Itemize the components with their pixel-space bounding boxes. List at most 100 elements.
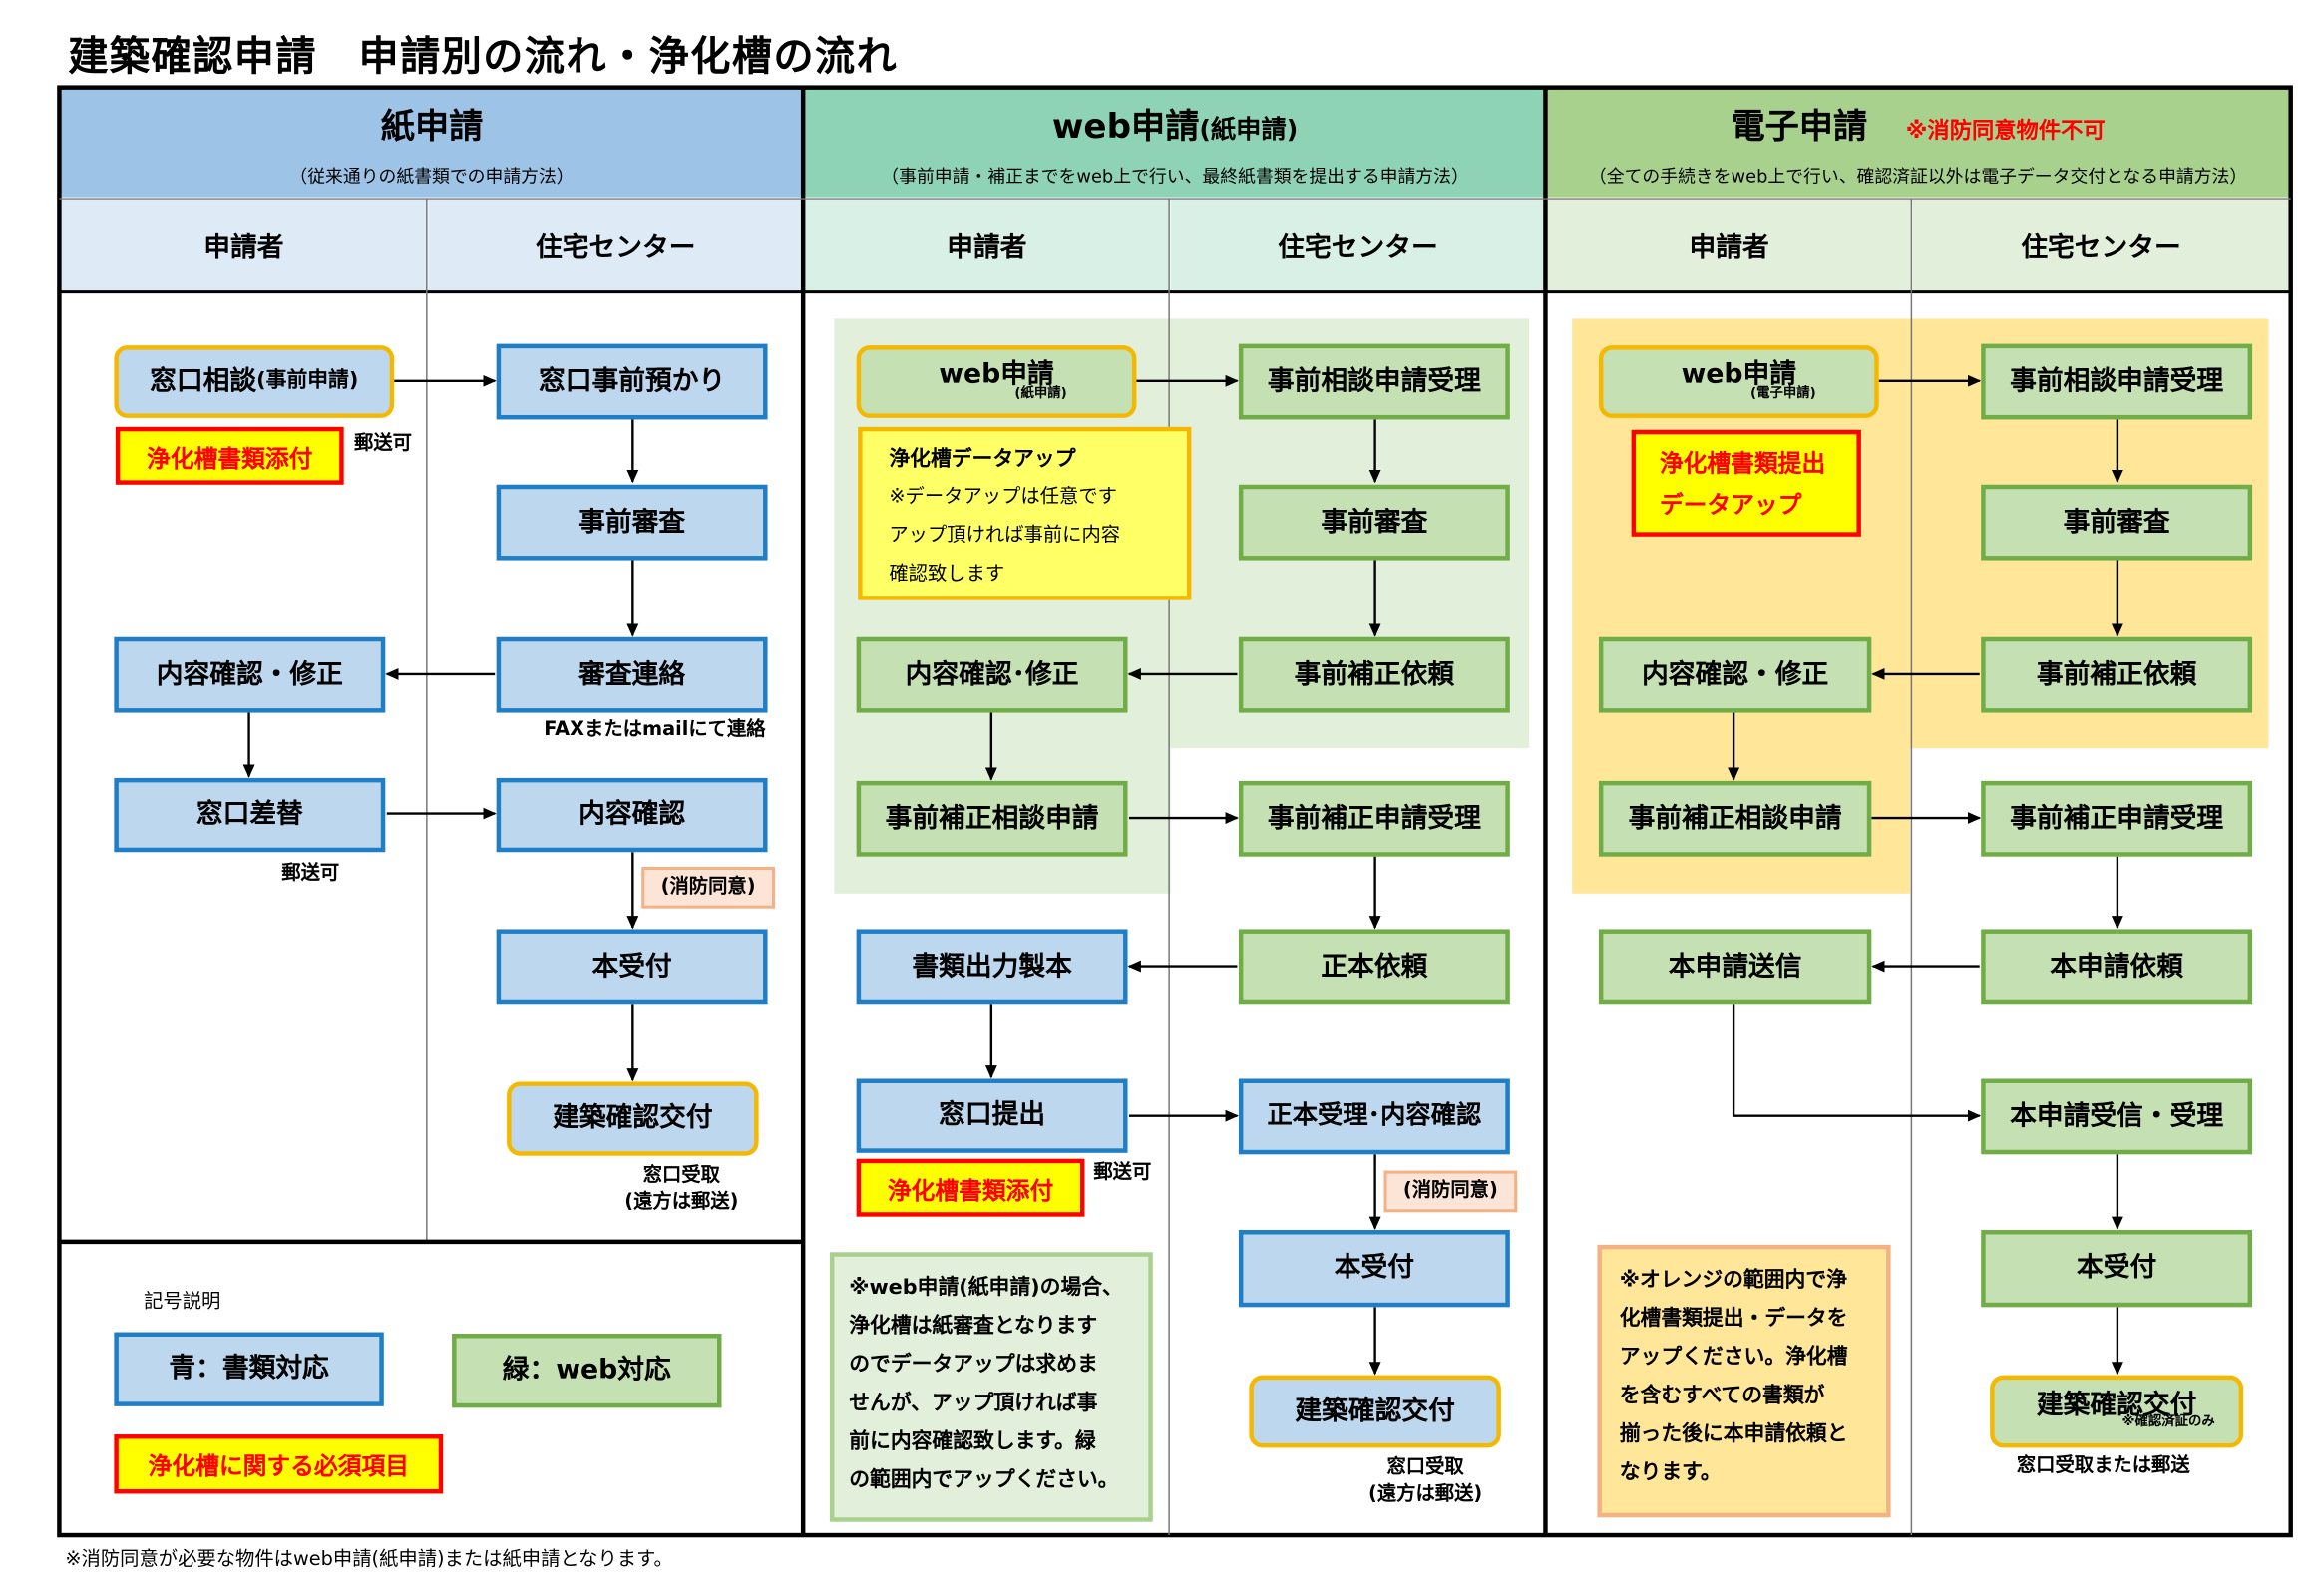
electronic-issue-label: 建築確認交付 — [2036, 1389, 2197, 1421]
paper-consult-label: 窓口相談 — [150, 365, 257, 397]
footnote: ※消防同意が必要な物件はweb申請(紙申請)または紙申請となります。 — [65, 1548, 673, 1571]
legend-blue: 青：書類対応 — [114, 1332, 384, 1406]
paper-mail-ok-2: 郵送可 — [281, 862, 340, 885]
web-note-line-1: ※web申請(紙申請)の場合、 — [849, 1276, 1123, 1300]
electronic-warning: ※消防同意物件不可 — [1905, 117, 2106, 145]
web-septic-line-1: ※データアップは任意です — [889, 486, 1117, 509]
web-note-line-2: 浄化槽は紙審査となります — [849, 1314, 1098, 1339]
paper-pre-review: 事前審査 — [496, 484, 768, 561]
electronic-title-wrap: 電子申請 ※消防同意物件不可 — [1731, 98, 2105, 149]
web-pre-review: 事前審査 — [1238, 484, 1510, 561]
web-apply-label: web申請 — [939, 357, 1054, 390]
electronic-note-line-1: ※オレンジの範囲内で浄 — [1619, 1268, 1847, 1293]
paper-pre-receive: 窓口事前預かり — [496, 343, 768, 420]
web-fix-receive: 事前補正申請受理 — [1238, 780, 1510, 857]
web-confirm-fix: 内容確認･修正 — [856, 636, 1128, 713]
electronic-main-receive: 本申請受信・受理 — [1981, 1078, 2253, 1155]
paper-title: 紙申請 — [380, 108, 484, 148]
web-pickup-note: (遠方は郵送) — [1367, 1482, 1483, 1505]
web-pickup-label: 窓口受取 — [1386, 1456, 1464, 1479]
paper-lane-center: 住宅センター — [428, 200, 804, 291]
electronic-apply-label: web申請 — [1681, 357, 1797, 390]
electronic-apply-small: (電子申請) — [1750, 387, 1816, 403]
web-fire-consent: (消防同意) — [1383, 1170, 1518, 1213]
paper-pickup: 窓口受取 (遠方は郵送) — [607, 1163, 756, 1215]
web-original-request: 正本依頼 — [1238, 929, 1510, 1005]
web-lane-applicant: 申請者 — [804, 200, 1170, 291]
paper-consult-box: 窓口相談(事前申請) — [114, 345, 395, 418]
electronic-consult-receive: 事前相談申請受理 — [1981, 343, 2253, 420]
electronic-note-line-5: 揃った後に本申請依頼と — [1619, 1422, 1848, 1446]
web-window-submit: 窓口提出 — [856, 1078, 1128, 1153]
paper-mail-ok: 郵送可 — [354, 432, 413, 456]
web-title-wrap: web申請(紙申請) — [1052, 98, 1298, 149]
electronic-lane-applicant: 申請者 — [1546, 200, 1912, 291]
electronic-septic-upload: 浄化槽書類提出 データアップ — [1631, 429, 1861, 537]
web-septic-line-2: アップ頂ければ事前に内容 — [889, 524, 1121, 548]
electronic-accept: 本受付 — [1981, 1230, 2253, 1308]
paper-swap: 窓口差替 — [114, 777, 386, 853]
electronic-fix-request: 事前補正依頼 — [1981, 636, 2253, 713]
electronic-lane-center: 住宅センター — [1912, 200, 2290, 291]
electronic-fix-receive: 事前補正申請受理 — [1981, 780, 2253, 857]
web-mail-ok: 郵送可 — [1093, 1161, 1152, 1184]
legend-green: 緑：web対応 — [452, 1334, 722, 1408]
paper-lane-applicant: 申請者 — [60, 200, 427, 291]
electronic-septic-line-1: 浄化槽書類提出 — [1659, 449, 1826, 478]
paper-pickup-note: (遠方は郵送) — [624, 1190, 739, 1214]
page-title: 建築確認申請 申請別の流れ・浄化槽の流れ — [68, 34, 899, 81]
electronic-septic-line-2: データアップ — [1659, 490, 1802, 519]
web-septic-title: 浄化槽データアップ — [889, 447, 1076, 472]
paper-fire-consent: (消防同意) — [641, 867, 775, 909]
electronic-header: 電子申請 ※消防同意物件不可 （全ての手続きをweb上で行い、確認済証以外は電子デ… — [1546, 89, 2290, 198]
electronic-note-line-2: 化槽書類提出・データを — [1619, 1307, 1848, 1332]
web-apply-box: web申請 (紙申請) — [856, 345, 1137, 418]
electronic-fix-consult: 事前補正相談申請 — [1598, 780, 1872, 857]
paper-confirm-fix: 内容確認・修正 — [114, 636, 386, 713]
web-subtitle: （事前申請・補正までをweb上で行い、最終紙書類を提出する申請方法） — [881, 166, 1469, 188]
legend-title: 記号説明 — [144, 1290, 221, 1314]
paper-content-check: 内容確認 — [496, 777, 768, 853]
paper-review-contact: 審査連絡 — [496, 636, 768, 713]
electronic-issue: 建築確認交付 ※確認済証のみ — [1990, 1375, 2244, 1448]
legend-red: 浄化槽に関する必須項目 — [114, 1434, 444, 1494]
electronic-note-line-4: を含むすべての書類が — [1619, 1384, 1825, 1408]
web-title-small: (紙申請) — [1199, 115, 1299, 146]
web-note-line-6: の範囲内でアップください。 — [849, 1468, 1119, 1492]
paper-subtitle: （従来通りの紙書類での申請方法） — [289, 166, 575, 188]
web-septic-line-3: 確認致します — [889, 563, 1005, 586]
web-original-receive: 正本受理･内容確認 — [1238, 1078, 1510, 1155]
web-title: web申請 — [1051, 108, 1200, 148]
web-note-line-3: のでデータアップは求めま — [849, 1353, 1098, 1378]
paper-header: 紙申請 （従来通りの紙書類での申請方法） — [60, 89, 804, 198]
paper-pickup-label: 窓口受取 — [642, 1164, 720, 1187]
electronic-apply-box: web申請 (電子申請) — [1598, 345, 1879, 418]
web-header: web申請(紙申請) （事前申請・補正までをweb上で行い、最終紙書類を提出する… — [804, 89, 1546, 198]
web-lane-center: 住宅センター — [1170, 200, 1546, 291]
paper-fax-note: FAXまたはmailにて連絡 — [544, 718, 766, 741]
web-note-line-4: せんが、アップ頂ければ事 — [849, 1391, 1098, 1415]
electronic-issue-note: ※確認済証のみ — [2121, 1415, 2215, 1431]
web-issue: 建築確認交付 — [1249, 1375, 1501, 1448]
electronic-note-line-3: アップください。浄化槽 — [1619, 1345, 1848, 1370]
web-consult-receive: 事前相談申請受理 — [1238, 343, 1510, 420]
web-septic-upload-note: 浄化槽データアップ ※データアップは任意です アップ頂ければ事前に内容 確認致し… — [858, 426, 1192, 600]
paper-septic-attach: 浄化槽書類添付 — [115, 426, 344, 485]
electronic-main-request: 本申請依頼 — [1981, 929, 2253, 1005]
web-pickup: 窓口受取 (遠方は郵送) — [1351, 1455, 1500, 1507]
web-apply-small: (紙申請) — [1014, 387, 1067, 403]
electronic-confirm-fix: 内容確認・修正 — [1598, 636, 1872, 713]
electronic-pickup: 窓口受取または郵送 — [2016, 1454, 2190, 1478]
web-septic-attach: 浄化槽書類添付 — [856, 1158, 1085, 1217]
electronic-title: 電子申請 — [1731, 108, 1868, 148]
electronic-subtitle: （全ての手続きをweb上で行い、確認済証以外は電子データ交付となる申請方法） — [1588, 166, 2248, 188]
paper-consult-small: (事前申請) — [256, 368, 359, 393]
web-accept: 本受付 — [1238, 1230, 1510, 1308]
electronic-main-send: 本申請送信 — [1598, 929, 1872, 1005]
electronic-note-line-6: なります。 — [1619, 1460, 1722, 1485]
paper-accept: 本受付 — [496, 929, 768, 1005]
web-output-bind: 書類出力製本 — [856, 929, 1128, 1005]
electronic-pre-review: 事前審査 — [1981, 484, 2253, 561]
